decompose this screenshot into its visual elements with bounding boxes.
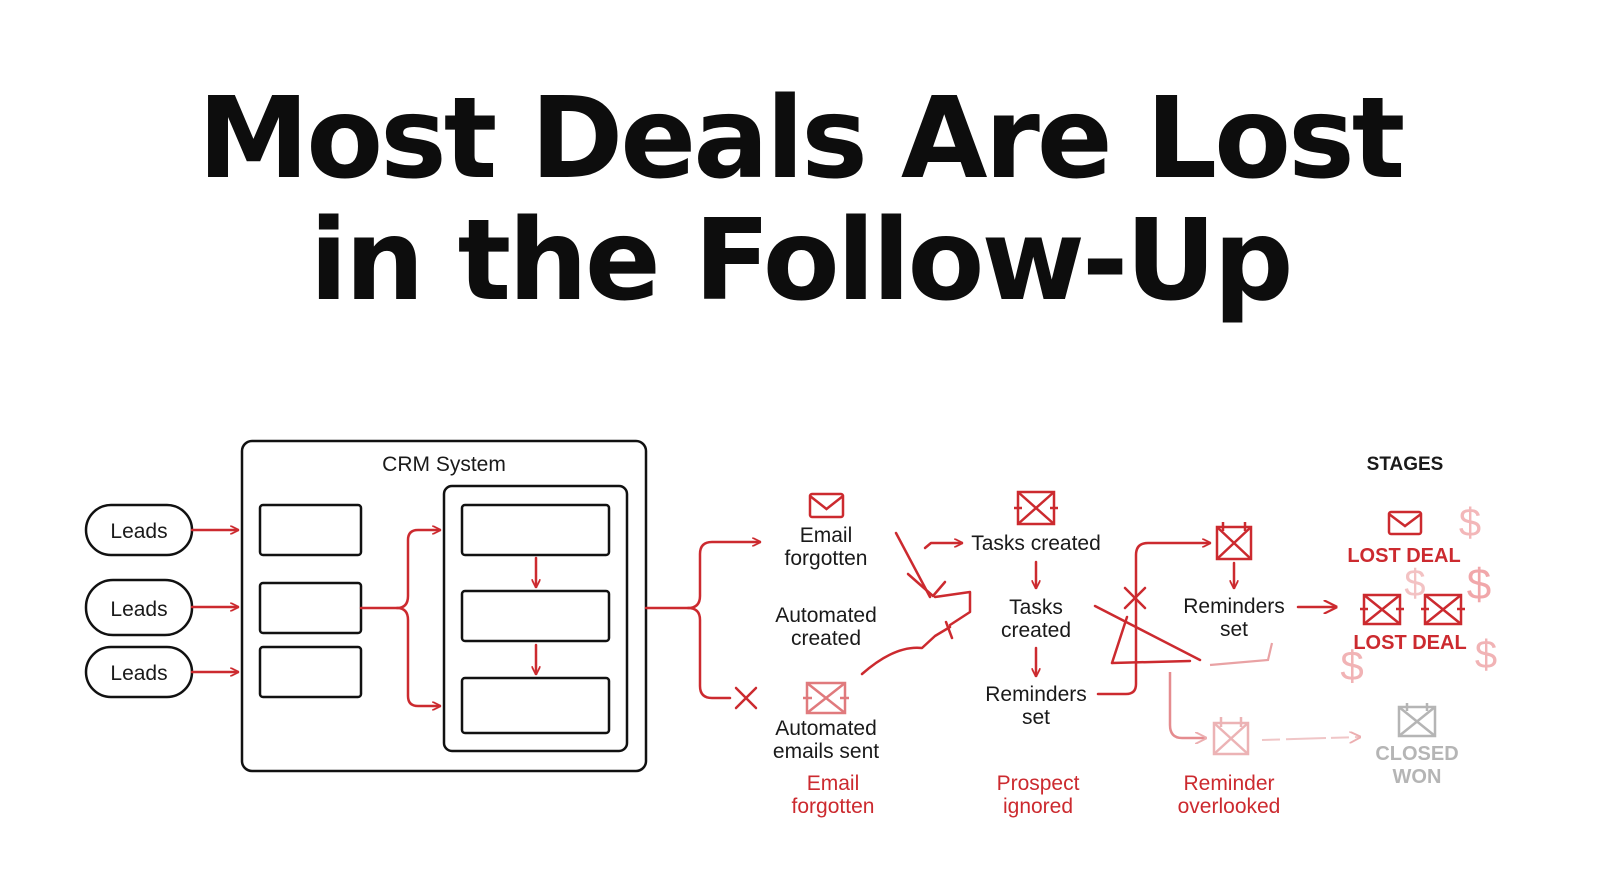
crm-system: CRM System (240, 439, 648, 773)
title-line-2: in the Follow-Up (309, 196, 1293, 326)
lead-1: Leads (84, 503, 194, 557)
lost-deal-1: LOST DEAL (1347, 545, 1460, 567)
email-forgotten-line-1: Email (800, 524, 853, 547)
reminders-set-line-2: set (1022, 706, 1050, 729)
crm-arrows (190, 530, 536, 706)
column-tasks: Tasks created Tasks created Reminders se… (971, 490, 1101, 818)
closed-won-line-1: CLOSED (1375, 743, 1458, 765)
dollar-icon: $ (1340, 642, 1363, 689)
caption-reminder-line-1: Reminder (1183, 772, 1274, 795)
automated-created-line-2: created (791, 627, 861, 650)
dollar-icon: $ (1467, 560, 1491, 609)
column-email: Email forgotten Automated created Automa… (773, 492, 879, 818)
closed-won-line-2: WON (1393, 766, 1442, 788)
crm-output-branch (644, 542, 762, 710)
dollar-icon: $ (1404, 563, 1425, 605)
crossed-box-icon (1212, 717, 1250, 756)
crm-slot-1 (258, 503, 363, 557)
automated-created-line-1: Automated (775, 604, 877, 627)
dollar-icon: $ (1459, 501, 1481, 545)
broken-connectors-2 (1093, 543, 1274, 738)
crossed-box-icon (1421, 593, 1465, 626)
lead-3-label: Leads (110, 662, 167, 685)
pipeline-stage-3 (460, 676, 611, 735)
x-mark-icon (1123, 586, 1147, 610)
title-line-1: Most Deals Are Lost (197, 74, 1406, 204)
caption-reminder-line-2: overlooked (1178, 795, 1281, 818)
crossed-box-icon (1397, 703, 1437, 738)
lead-1-label: Leads (110, 520, 167, 543)
mail-icon (808, 492, 845, 519)
crossed-box-icon (1215, 522, 1253, 561)
column-reminders: Reminders set Reminder overlooked (1178, 522, 1360, 818)
crossed-box-icon (1360, 593, 1404, 626)
tasks-created-line-1: Tasks (1009, 596, 1063, 619)
pipeline-stage-2 (460, 589, 611, 643)
crm-slot-2 (258, 581, 363, 635)
automated-emails-line-1: Automated (775, 717, 877, 740)
page-title: Most Deals Are Lost in the Follow-Up (0, 78, 1600, 322)
crossed-box-icon (803, 681, 849, 715)
pipeline-stage-1 (460, 503, 611, 557)
lead-2: Leads (84, 578, 194, 637)
email-forgotten-line-2: forgotten (785, 547, 868, 570)
reminders-set-2-line-1: Reminders (1183, 595, 1285, 618)
caption-prospect-line-1: Prospect (997, 772, 1080, 795)
tasks-created-line-2: created (1001, 619, 1071, 642)
crm-label: CRM System (382, 453, 506, 476)
automated-emails-line-2: emails sent (773, 740, 879, 763)
dollar-icon: $ (1475, 633, 1497, 677)
broken-connectors-1 (860, 531, 972, 676)
lost-deal-2: LOST DEAL (1353, 632, 1466, 654)
caption-email-line-2: forgotten (792, 795, 875, 818)
lead-2-label: Leads (110, 598, 167, 621)
crossed-box-icon (1014, 490, 1058, 526)
reminders-set-2-line-2: set (1220, 618, 1248, 641)
caption-prospect-line-2: ignored (1003, 795, 1073, 818)
caption-email-line-1: Email (807, 772, 860, 795)
x-mark-icon (734, 686, 758, 710)
mail-icon (1387, 510, 1423, 536)
stages-column: STAGES $ $ $ $ $ LOST DEAL LOST DEAL CLO… (1340, 454, 1497, 788)
reminders-set-line-1: Reminders (985, 683, 1087, 706)
lead-3: Leads (84, 645, 194, 699)
tasks-created-top: Tasks created (971, 532, 1101, 555)
stages-heading: STAGES (1367, 454, 1444, 475)
crm-slot-3 (258, 645, 363, 699)
